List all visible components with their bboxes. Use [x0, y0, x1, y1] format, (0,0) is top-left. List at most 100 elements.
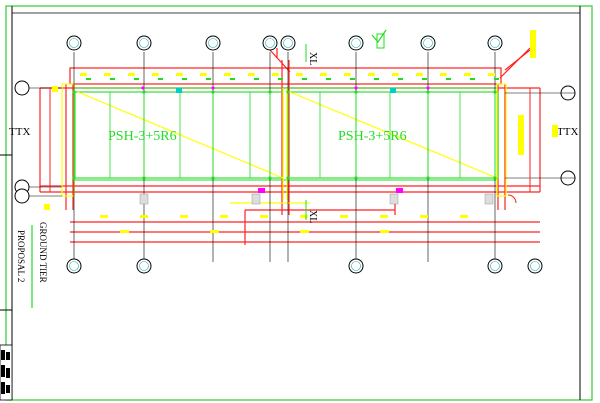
node-dot: [72, 176, 76, 180]
axis-bubble-side: [14, 188, 30, 204]
dim-tick: [140, 215, 148, 218]
generated-elements: [14, 29, 576, 274]
axis-bubble-bottom: [348, 258, 364, 274]
axis-bubble-bottom: [136, 258, 152, 274]
node-dot: [286, 90, 290, 94]
axis-bubble-inner: [208, 38, 218, 48]
axis-bubble-inner: [490, 261, 500, 271]
node-dot: [142, 90, 146, 94]
dim-tick: [344, 73, 351, 76]
dim-tick: [224, 73, 231, 76]
axis-bubble-inner: [490, 38, 500, 48]
axis-bubble-top: [420, 35, 436, 51]
axis-bubble-inner: [265, 38, 275, 48]
north-mark-box: [376, 33, 385, 49]
dim-tick: [340, 215, 348, 218]
node-dot: [493, 90, 497, 94]
dim-tick: [392, 73, 399, 76]
dim-tick-green: [182, 78, 187, 80]
node-marker: [354, 86, 358, 90]
axis-bubble-side: [14, 80, 30, 96]
dim-tick: [488, 73, 495, 76]
dim-tick-green: [302, 78, 307, 80]
section-mark-left: TTX: [9, 126, 30, 138]
dim-tick: [380, 230, 389, 233]
node-dot: [493, 176, 497, 180]
section-mark-right: TTX: [557, 126, 578, 138]
dim-tick-green: [398, 78, 403, 80]
axis-bubble-top: [262, 35, 278, 51]
dim-tick-green: [134, 78, 139, 80]
outer-border: [5, 5, 593, 401]
dim-tick-green: [326, 78, 331, 80]
node-dot: [268, 90, 272, 94]
dim-tick: [210, 230, 219, 233]
dim-tick: [320, 73, 327, 76]
side-title-line2: PROPOSAL 2: [16, 230, 26, 282]
dim-tick: [100, 215, 108, 218]
dim-tick: [416, 73, 423, 76]
dim-tick: [104, 73, 111, 76]
axis-bubble-bottom: [487, 258, 503, 274]
axis-bubble-bottom: [527, 258, 543, 274]
dim-tick-green: [350, 78, 355, 80]
title-block: [0, 154, 13, 401]
dim-tick: [460, 215, 468, 218]
dim-tick-green: [230, 78, 235, 80]
axis-bubble-top: [205, 35, 221, 51]
dim-tick: [152, 73, 159, 76]
node-dot: [142, 176, 146, 180]
side-annotation: [52, 86, 58, 92]
node-marker: [211, 86, 215, 90]
axis-bubble-top: [487, 35, 503, 51]
dim-tick: [296, 73, 303, 76]
dim-tick: [248, 73, 255, 76]
side-annotation: [44, 204, 50, 210]
dim-tick: [120, 230, 129, 233]
axis-bubble-inner: [69, 38, 79, 48]
dim-tick: [200, 73, 207, 76]
node-marker: [426, 86, 430, 90]
dim-tick: [220, 215, 228, 218]
magenta-marker: [258, 188, 265, 193]
dim-tick-green: [110, 78, 115, 80]
node-dot: [72, 90, 76, 94]
axis-bubble-inner: [351, 38, 361, 48]
node-dot: [286, 176, 290, 180]
dim-tick-green: [206, 78, 211, 80]
dim-tick: [260, 215, 268, 218]
column-box: [139, 193, 149, 205]
side-title-line1: GROUND TIER: [38, 222, 48, 283]
column-box: [251, 193, 261, 205]
top-annotation: [530, 30, 536, 58]
dim-tick: [300, 230, 309, 233]
axis-bubble-top: [136, 35, 152, 51]
axis-bubble-top: [280, 35, 296, 51]
node-dot: [354, 90, 358, 94]
axis-bubble-inner: [283, 38, 293, 48]
axis-bubble-top: [66, 35, 82, 51]
dim-tick-green: [446, 78, 451, 80]
axis-bubble-inner: [423, 38, 433, 48]
axis-bubble-bottom: [66, 258, 82, 274]
text-labels: PSH-3+5R6 PSH-3+5R6 TTX TTX XL XL GROUND…: [9, 52, 578, 283]
side-annotation: [518, 115, 524, 155]
cyan-marker: [176, 88, 182, 93]
dim-tick: [380, 215, 388, 218]
axis-bubble-inner: [139, 261, 149, 271]
dim-tick: [80, 73, 87, 76]
axis-bubble-inner: [530, 261, 540, 271]
door-swing: [507, 194, 517, 204]
node-dot: [354, 176, 358, 180]
node-dot: [426, 176, 430, 180]
dim-tick: [440, 73, 447, 76]
dim-tick: [300, 215, 308, 218]
dim-tick: [128, 73, 135, 76]
side-annotation: [552, 125, 558, 137]
yellow-lines: [31, 83, 507, 308]
axis-bubble-top: [348, 35, 364, 51]
magenta-marker: [396, 188, 403, 193]
dim-tick: [464, 73, 471, 76]
